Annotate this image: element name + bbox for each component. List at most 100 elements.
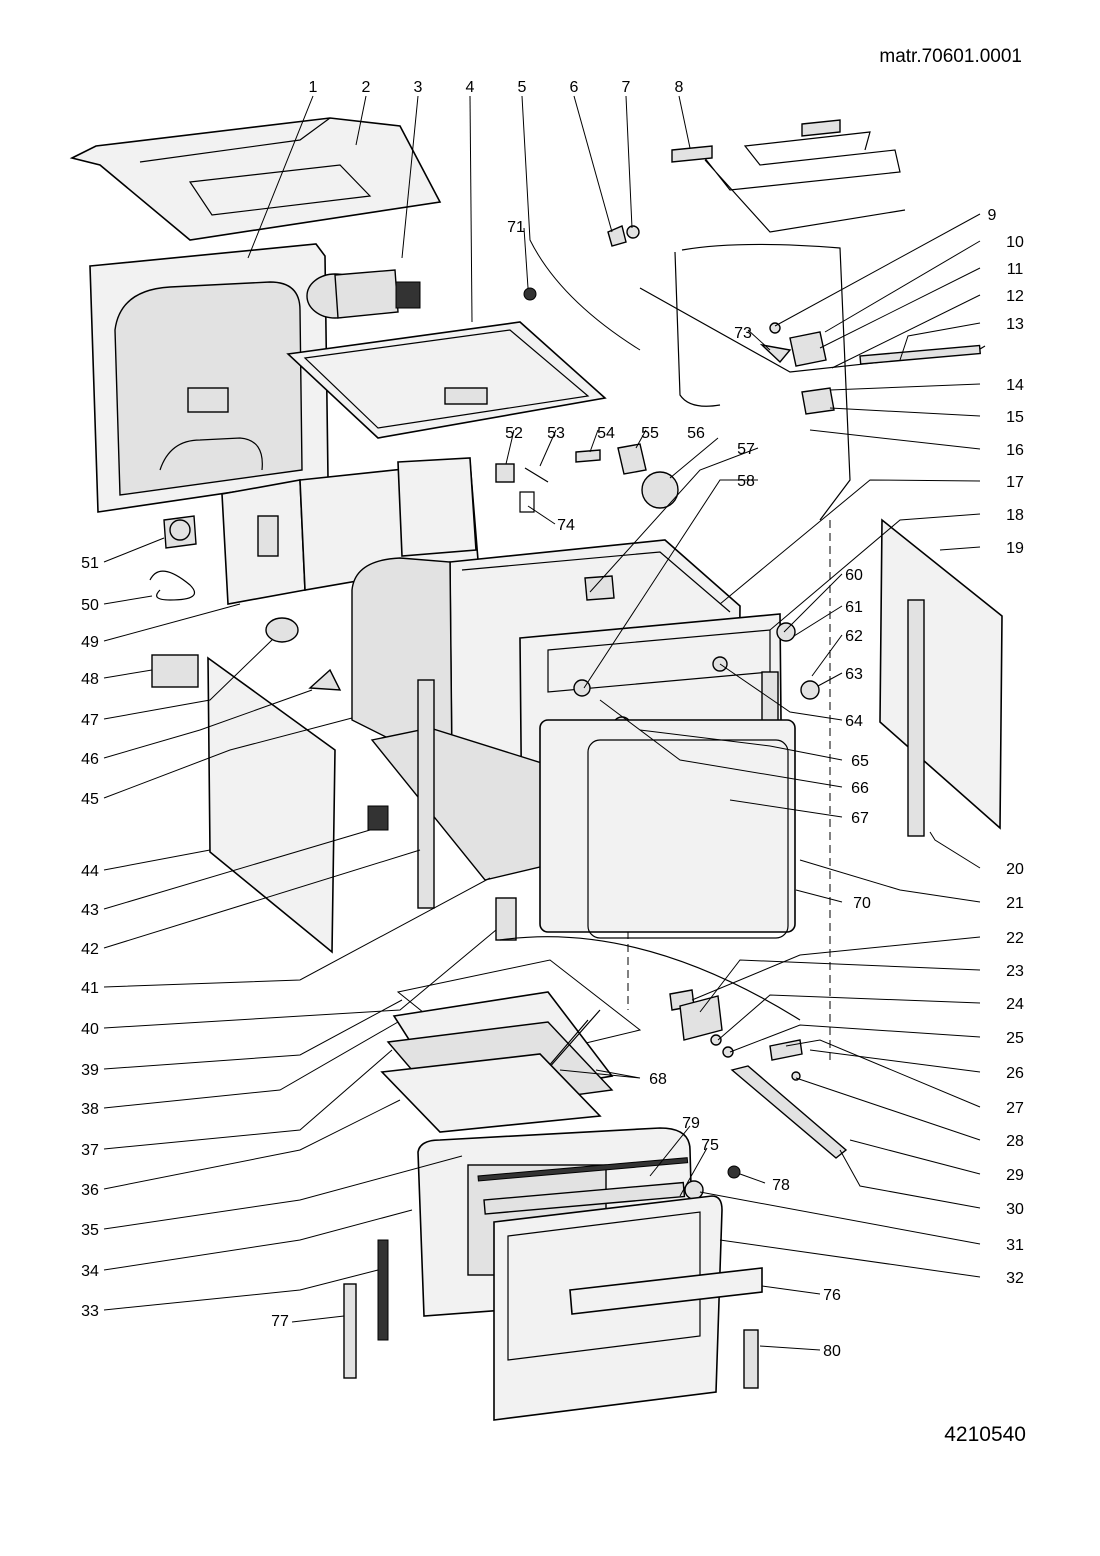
callout-label-64: 64 bbox=[845, 713, 863, 730]
callout-label-61: 61 bbox=[845, 599, 863, 616]
part-23 bbox=[679, 995, 723, 1041]
callout-label-53: 53 bbox=[547, 425, 565, 442]
callout-label-78: 78 bbox=[772, 1177, 790, 1194]
drawing-code: 4210540 bbox=[944, 1423, 1026, 1446]
callout-label-5: 5 bbox=[518, 79, 527, 96]
part-74 bbox=[519, 491, 535, 513]
callout-label-13: 13 bbox=[1006, 316, 1024, 333]
callout-label-52: 52 bbox=[505, 425, 523, 442]
part-53 bbox=[524, 467, 549, 483]
part-46 bbox=[308, 668, 342, 691]
callout-label-6: 6 bbox=[570, 79, 579, 96]
gas-valve-part bbox=[789, 331, 827, 367]
callout-label-74: 74 bbox=[557, 517, 575, 534]
part-43 bbox=[367, 805, 389, 831]
callout-label-44: 44 bbox=[81, 863, 99, 880]
part-55 bbox=[617, 443, 647, 475]
callout-label-56: 56 bbox=[687, 425, 705, 442]
callout-label-58: 58 bbox=[737, 473, 755, 490]
callout-label-9: 9 bbox=[988, 207, 997, 224]
callout-label-1: 1 bbox=[309, 79, 318, 96]
callout-label-38: 38 bbox=[81, 1101, 99, 1118]
callout-label-33: 33 bbox=[81, 1303, 99, 1320]
leader-lines bbox=[103, 95, 981, 1351]
callout-label-66: 66 bbox=[851, 780, 869, 797]
callout-label-15: 15 bbox=[1006, 409, 1024, 426]
callout-label-34: 34 bbox=[81, 1263, 99, 1280]
callout-label-40: 40 bbox=[81, 1021, 99, 1038]
callout-label-77: 77 bbox=[271, 1313, 289, 1330]
callout-label-32: 32 bbox=[1006, 1270, 1024, 1287]
callout-label-29: 29 bbox=[1006, 1167, 1024, 1184]
callout-label-76: 76 bbox=[823, 1287, 841, 1304]
connector-part bbox=[495, 897, 517, 941]
callout-label-63: 63 bbox=[845, 666, 863, 683]
callout-label-80: 80 bbox=[823, 1343, 841, 1360]
gas-fitting-part bbox=[607, 225, 627, 247]
grid-part bbox=[380, 1053, 602, 1133]
callout-label-19: 19 bbox=[1006, 540, 1024, 557]
callout-label-51: 51 bbox=[81, 555, 99, 572]
callout-label-49: 49 bbox=[81, 634, 99, 651]
bracket-part bbox=[801, 387, 835, 415]
callout-label-62: 62 bbox=[845, 628, 863, 645]
callout-label-22: 22 bbox=[1006, 930, 1024, 947]
part-27 bbox=[769, 1039, 803, 1061]
callout-label-26: 26 bbox=[1006, 1065, 1024, 1082]
callout-label-39: 39 bbox=[81, 1062, 99, 1079]
callout-label-7: 7 bbox=[622, 79, 631, 96]
door-strip-part bbox=[477, 1157, 689, 1182]
thermocouple-part bbox=[499, 936, 801, 1021]
grill-element-part bbox=[679, 131, 906, 233]
callout-label-4: 4 bbox=[466, 79, 475, 96]
part-29 bbox=[791, 1071, 801, 1081]
top-cover-part bbox=[69, 117, 442, 241]
callout-label-55: 55 bbox=[641, 425, 659, 442]
callout-label-46: 46 bbox=[81, 751, 99, 768]
part-78 bbox=[727, 1165, 741, 1179]
callout-label-42: 42 bbox=[81, 941, 99, 958]
callout-label-8: 8 bbox=[675, 79, 684, 96]
callout-label-75: 75 bbox=[701, 1137, 719, 1154]
terminal-block-part bbox=[151, 654, 199, 688]
part-24 bbox=[710, 1034, 722, 1046]
part-57 bbox=[584, 575, 615, 601]
callout-label-36: 36 bbox=[81, 1182, 99, 1199]
callout-label-17: 17 bbox=[1006, 474, 1024, 491]
callout-label-18: 18 bbox=[1006, 507, 1024, 524]
callout-label-47: 47 bbox=[81, 712, 99, 729]
part-drawings bbox=[69, 117, 1003, 1421]
callout-label-28: 28 bbox=[1006, 1133, 1024, 1150]
callout-label-65: 65 bbox=[851, 753, 869, 770]
callout-label-45: 45 bbox=[81, 791, 99, 808]
side-panel-right-part bbox=[879, 518, 1003, 830]
callout-label-71: 71 bbox=[507, 219, 525, 236]
callout-label-41: 41 bbox=[81, 980, 99, 997]
callout-label-73: 73 bbox=[734, 325, 752, 342]
callout-label-31: 31 bbox=[1006, 1237, 1024, 1254]
callout-label-30: 30 bbox=[1006, 1201, 1024, 1218]
callout-label-14: 14 bbox=[1006, 377, 1024, 394]
callout-label-43: 43 bbox=[81, 902, 99, 919]
callout-label-57: 57 bbox=[737, 441, 755, 458]
callout-label-79: 79 bbox=[682, 1115, 700, 1132]
callout-label-23: 23 bbox=[1006, 963, 1024, 980]
callout-label-48: 48 bbox=[81, 671, 99, 688]
cable-part bbox=[149, 570, 195, 601]
callout-label-54: 54 bbox=[597, 425, 615, 442]
callout-label-50: 50 bbox=[81, 597, 99, 614]
callout-label-60: 60 bbox=[845, 567, 863, 584]
hinge-80 bbox=[743, 1329, 759, 1389]
part-54 bbox=[575, 449, 601, 463]
callout-label-2: 2 bbox=[362, 79, 371, 96]
callout-label-16: 16 bbox=[1006, 442, 1024, 459]
drawing-reference: matr.70601.0001 bbox=[879, 46, 1022, 67]
part-52 bbox=[495, 463, 515, 483]
door-handle-part bbox=[569, 1267, 763, 1315]
hinge-77 bbox=[343, 1283, 357, 1379]
callout-label-70: 70 bbox=[853, 895, 871, 912]
callout-label-12: 12 bbox=[1006, 288, 1024, 305]
callout-label-37: 37 bbox=[81, 1142, 99, 1159]
rail-part bbox=[859, 344, 981, 365]
callout-label-27: 27 bbox=[1006, 1100, 1024, 1117]
